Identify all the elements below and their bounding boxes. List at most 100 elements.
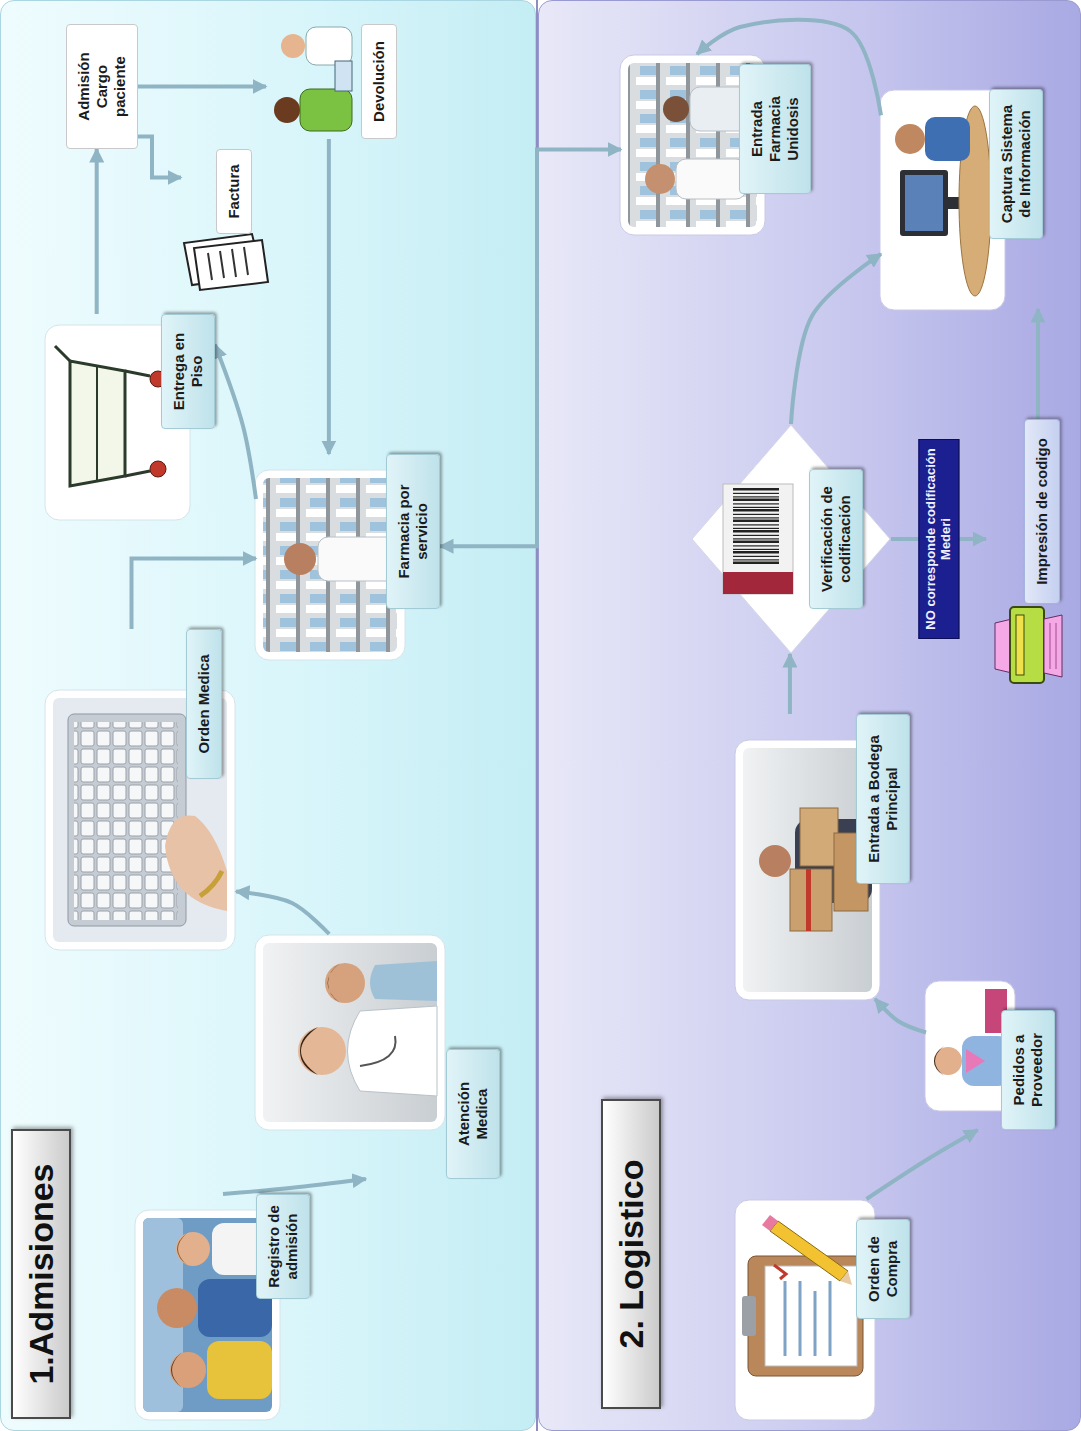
barcode-bar (733, 517, 779, 518)
process-card: Orden Medica (46, 629, 236, 949)
supplier-photo-part (934, 1046, 944, 1076)
printer-icon-part (1044, 615, 1062, 677)
unit-dose-photo-part (645, 164, 675, 194)
barcode-bar (733, 530, 779, 533)
clipboard-photo-part (765, 1266, 857, 1366)
edge-label: NO corresponde codificación Mederi (923, 448, 954, 630)
warehouse-photo-part (735, 740, 880, 1000)
printer-icon-part (1050, 623, 1056, 669)
node-label: Verificación de codificación (818, 478, 854, 600)
node-label: Entrada a Bodega Principal (865, 723, 901, 875)
flow-arrow (223, 1179, 366, 1194)
pharmacy-photo-part (286, 543, 296, 575)
clipboard-photo-part (774, 1265, 786, 1279)
printer-icon-part (1016, 615, 1024, 675)
barcode-bar (733, 559, 779, 560)
unit-dose-photo (620, 55, 765, 235)
flow-arrow (440, 149, 621, 546)
admission-photo (135, 1210, 280, 1420)
barcode-band (723, 572, 793, 594)
clipboard-photo-part (762, 1215, 778, 1231)
warehouse-photo-part (800, 808, 838, 866)
barcode-bar (733, 514, 779, 515)
node-label: Devolución (370, 33, 388, 130)
warehouse-photo-part (790, 869, 832, 931)
label-box: Orden Medica (186, 629, 222, 779)
admission-photo-part (177, 1232, 188, 1266)
cart-icon-part (55, 346, 150, 476)
flow-arrow (138, 137, 181, 178)
admission-photo-part (143, 1218, 272, 1412)
lane-title: 1.Admisiones (22, 1163, 61, 1384)
cart-icon-part (96, 365, 98, 481)
computer-photo-part (905, 175, 943, 231)
unit-dose-photo-part (663, 96, 689, 122)
pharmacy-photo-part (318, 537, 397, 581)
doctor-photo-part (263, 943, 437, 1122)
barcode-bar (733, 507, 779, 508)
printer-icon-part (1010, 607, 1044, 683)
doctor-photo-part (348, 1006, 438, 1096)
unit-dose-photo-part (690, 87, 750, 131)
return-figure-part (281, 34, 305, 58)
invoice-icon (184, 234, 268, 290)
admission-photo-part (170, 1352, 206, 1388)
cart-icon (45, 325, 190, 520)
node-label: Farmacia por servicio (395, 463, 431, 600)
flow-arrow (788, 654, 792, 714)
keyboard-photo-part (53, 698, 227, 942)
keyboard-photo-part (165, 815, 227, 911)
barcode-bar (733, 528, 779, 529)
pharmacy-photo-part (255, 470, 405, 660)
label-box: Devolución (361, 24, 397, 139)
process-card: Orden de Compra (736, 1199, 910, 1419)
barcode-bar (733, 545, 779, 546)
cart-icon-part (150, 371, 166, 387)
admission-photo-part (171, 1352, 182, 1388)
return-figure-part (274, 97, 300, 123)
doctor-photo-part (255, 935, 445, 1130)
lane-title-box: 2. Logistico (601, 1099, 661, 1409)
clipboard-photo-part (742, 1296, 756, 1336)
node-label: Atención Medica (455, 1058, 491, 1170)
flow-arrow (132, 559, 257, 629)
barcode-bar (733, 488, 779, 491)
clipboard-photo-part (770, 1221, 848, 1281)
return-figure-part (300, 89, 352, 131)
warehouse-photo-part (759, 845, 791, 877)
barcode-bar (733, 538, 779, 539)
keyboard-photo-part (68, 714, 186, 926)
flow-arrow (327, 139, 331, 454)
barcode-bar (733, 541, 779, 544)
admission-photo-part (212, 1223, 272, 1275)
warehouse-photo (735, 740, 880, 1000)
process-card: Impresión de codigo (986, 419, 1066, 689)
process-card: Captura Sistema de Información (881, 89, 1043, 309)
label-box: Verificación de codificación (809, 469, 863, 609)
flow-arrow (875, 999, 926, 1033)
computer-photo (880, 90, 1005, 310)
clipboard-photo-part (785, 1281, 830, 1356)
barcode-bar (733, 509, 779, 512)
invoice-icon-part (194, 240, 268, 290)
computer-photo-part (925, 117, 970, 161)
flow-arrow (95, 149, 99, 314)
label-box: Atención Medica (446, 1049, 500, 1179)
invoice-icon-part (208, 247, 248, 280)
process-card: Admisión Cargo paciente (66, 24, 138, 149)
flow-arrow (791, 254, 881, 424)
barcode-bar (733, 493, 779, 494)
supplier-photo-part (962, 1036, 1010, 1086)
node-label: Admisión Cargo paciente (75, 33, 129, 140)
doctor-photo-part (298, 1027, 346, 1075)
pharmacy-photo-part (263, 478, 397, 652)
process-card: Entrega en Piso (46, 314, 215, 519)
edge-label-box: NO corresponde codificación Mederi (918, 439, 959, 639)
keyboard-photo (45, 690, 235, 950)
clipboard-photo (735, 1200, 875, 1420)
barcode-bar (733, 535, 779, 536)
process-card: Pedidos a Proveedor (926, 980, 1055, 1130)
cart-icon-part (45, 325, 190, 520)
